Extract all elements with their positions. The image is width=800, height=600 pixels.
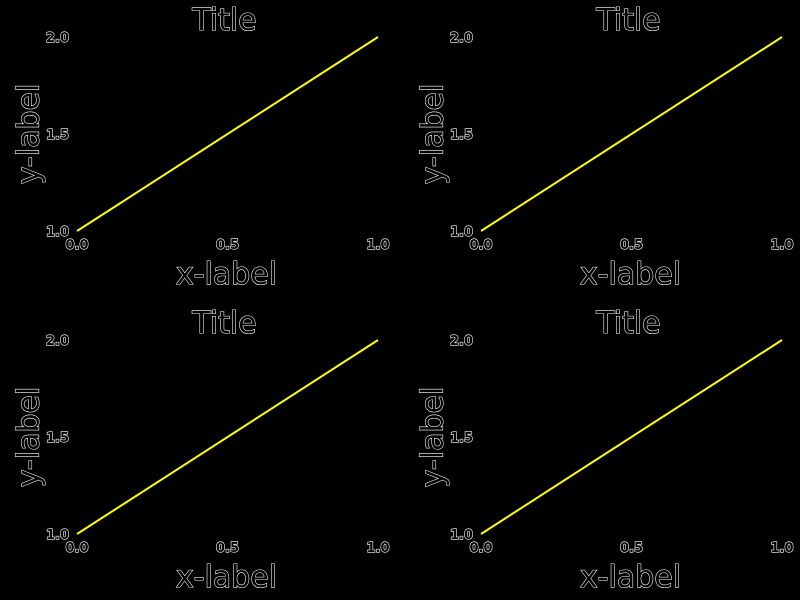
y-axis-label: y-label	[416, 387, 451, 488]
y-tick-label: 2.0	[450, 334, 473, 349]
subplot-4: 1.0 1.5 2.0 0.0 0.5 1.0 Title x-label y-label	[415, 305, 794, 595]
x-tick-label: 1.0	[366, 238, 389, 253]
y-tick-label: 2.0	[46, 334, 69, 349]
subplot-3: 1.0 1.5 2.0 0.0 0.5 1.0 Title x-label y-label	[11, 305, 390, 595]
x-tick-label: 0.5	[216, 238, 239, 253]
subplot-title: Title	[595, 306, 660, 341]
y-tick-label: 1.0	[46, 225, 69, 240]
x-tick-label: 1.0	[770, 238, 793, 253]
subplot-title: Title	[191, 306, 256, 341]
x-tick-label: 0.0	[65, 238, 88, 253]
x-axis-label: x-label	[580, 560, 681, 595]
y-tick-label: 1.0	[450, 225, 473, 240]
x-axis-label: x-label	[176, 560, 277, 595]
x-tick-label: 1.0	[770, 541, 793, 556]
series-line-1	[480, 36, 783, 232]
y-tick-label: 1.5	[46, 128, 69, 143]
x-tick-label: 0.0	[469, 238, 492, 253]
y-axis-label: y-label	[12, 84, 47, 185]
subplot-title: Title	[595, 3, 660, 38]
y-tick-label: 1.5	[46, 431, 69, 446]
x-axis-label: x-label	[580, 257, 681, 292]
y-axis-label: y-label	[12, 387, 47, 488]
y-tick-label: 1.5	[450, 128, 473, 143]
subplot-2: 1.0 1.5 2.0 0.0 0.5 1.0 Title x-label y-label	[415, 2, 794, 292]
subplot-1: 1.0 1.5 2.0 0.0 0.5 1.0 Title x-label y-label	[11, 2, 390, 292]
y-axis-label: y-label	[416, 84, 451, 185]
y-tick-label: 2.0	[450, 31, 473, 46]
x-tick-label: 0.5	[620, 541, 643, 556]
y-tick-label: 1.5	[450, 431, 473, 446]
x-tick-label: 0.5	[620, 238, 643, 253]
x-tick-label: 0.0	[65, 541, 88, 556]
series-line-1	[76, 36, 379, 232]
x-tick-label: 0.0	[469, 541, 492, 556]
series-line-1	[76, 339, 379, 535]
x-tick-label: 1.0	[366, 541, 389, 556]
y-tick-label: 2.0	[46, 31, 69, 46]
x-axis-label: x-label	[176, 257, 277, 292]
x-tick-label: 0.5	[216, 541, 239, 556]
series-line-1	[480, 339, 783, 535]
y-tick-label: 1.0	[450, 528, 473, 543]
y-tick-label: 1.0	[46, 528, 69, 543]
subplot-title: Title	[191, 3, 256, 38]
